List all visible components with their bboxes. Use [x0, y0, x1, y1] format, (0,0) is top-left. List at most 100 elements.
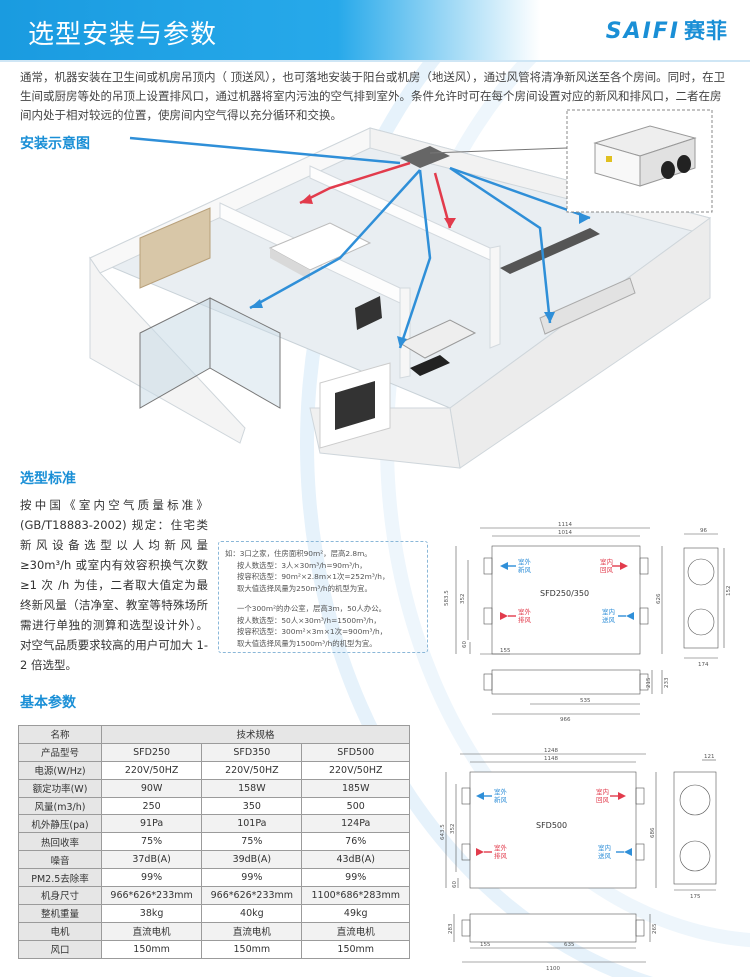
- row-label: 风口: [18, 939, 102, 959]
- cell-value: 220V/50HZ: [301, 760, 410, 780]
- dim-label: 96: [700, 528, 707, 534]
- params-table: 名称 技术规格 产品型号 SFD250 SFD350 SFD500 电源(W/H…: [18, 725, 410, 959]
- example-line: [225, 594, 421, 603]
- row-label: 电源(W/Hz): [18, 760, 102, 780]
- installation-illustration: [88, 109, 713, 469]
- table-header-row: 名称 技术规格: [18, 725, 410, 744]
- row-label: 机外静压(pa): [18, 814, 102, 834]
- standard-text: 按中国《室内空气质量标准》(GB/T18883-2002) 规定：住宅类新风设备…: [20, 498, 208, 672]
- cell-value: 101Pa: [201, 814, 303, 834]
- cell-value: 75%: [100, 832, 203, 852]
- dim-label: 686: [650, 827, 656, 838]
- example-line: 按人数选型：50人×30m³/h=1500m³/h，: [237, 615, 381, 625]
- example-line: 按容积选型：300m²×3m×1次=900m³/h，: [237, 627, 388, 636]
- cell-value: 91Pa: [100, 814, 203, 834]
- table-header-spec: 技术规格: [101, 725, 410, 744]
- cell-value: 43dB(A): [301, 850, 410, 870]
- label-indoor-return: 回风: [596, 796, 610, 804]
- example-line: 按人数选型：3人×30m³/h=90m³/h，: [237, 560, 367, 570]
- dim-label: 352: [460, 594, 466, 605]
- table-row: 噪音 37dB(A) 39dB(A) 43dB(A): [18, 850, 410, 870]
- cell-value: 150mm: [100, 939, 203, 959]
- dim-label: 1248: [544, 748, 558, 754]
- row-label: 风量(m3/h): [18, 796, 102, 816]
- cell-value: 124Pa: [301, 814, 410, 834]
- dim-label: 352: [450, 824, 456, 835]
- cell-value: 220V/50HZ: [201, 760, 303, 780]
- selection-example-box: 如：3口之家，住房面积90m²，层高2.8m。 按人数选型：3人×30m³/h=…: [218, 541, 428, 653]
- cell-value: 75%: [201, 832, 303, 852]
- row-label: 机身尺寸: [18, 886, 102, 905]
- dim-label: 535: [580, 698, 591, 704]
- cell-value: 76%: [301, 832, 410, 852]
- label-indoor-supply: 室内: [598, 843, 611, 852]
- cell-value: 966*626*233mm: [201, 886, 303, 905]
- cell-value: 99%: [100, 868, 203, 888]
- dim-label: 215: [646, 677, 652, 688]
- brand-logo-text: SAIFI: [605, 19, 680, 44]
- table-row: 风口 150mm 150mm 150mm: [18, 939, 410, 959]
- table-row: 机外静压(pa) 91Pa 101Pa 124Pa: [18, 814, 410, 834]
- row-label: 热回收率: [18, 832, 102, 852]
- cell-value: 250: [100, 796, 203, 816]
- dim-label: 1148: [544, 756, 558, 762]
- example-line: 取大值选择风量为250m³/h的机型为宜。: [237, 583, 372, 593]
- cell-value: 40kg: [201, 903, 303, 923]
- sfd500-technical-drawing: 室外 新风 室内 送风 室内 回风 室外 排风 SFD500 1248 1148…: [440, 748, 717, 972]
- cell-value: 直流电机: [201, 921, 303, 941]
- label-outdoor-exhaust: 排风: [494, 851, 508, 860]
- label-indoor-supply: 室内: [602, 607, 615, 616]
- dim-label: 283: [448, 923, 454, 934]
- cell-value: 220V/50HZ: [100, 760, 203, 780]
- intro-paragraph: 通常，机器安装在卫生间或机房吊顶内（ 顶送风），也可落地安装于阳台或机房（地送风…: [20, 70, 726, 122]
- dim-label: 152: [726, 586, 732, 597]
- row-label: PM2.5去除率: [18, 868, 102, 888]
- table-row: 电机 直流电机 直流电机 直流电机: [18, 921, 410, 941]
- cell-value: 90W: [100, 778, 203, 798]
- table-row: 整机重量 38kg 40kg 49kg: [18, 903, 410, 923]
- cell-value: SFD350: [201, 742, 303, 762]
- cell-value: 500: [301, 796, 410, 816]
- table-row: 风量(m3/h) 250 350 500: [18, 796, 410, 816]
- table-row: 机身尺寸 966*626*233mm 966*626*233mm 1100*68…: [18, 886, 410, 905]
- install-section-title: 安装示意图: [20, 136, 90, 152]
- dim-label: 265: [652, 923, 658, 934]
- table-row: 产品型号 SFD250 SFD350 SFD500: [18, 742, 410, 762]
- label-outdoor-exhaust: 排风: [518, 615, 532, 624]
- row-label: 额定功率(W): [18, 778, 102, 798]
- dim-label: 643.5: [440, 824, 446, 840]
- example-line: 如：3口之家，住房面积90m²，层高2.8m。: [225, 549, 372, 558]
- cell-value: 38kg: [100, 903, 203, 923]
- dim-label: 60: [452, 881, 458, 888]
- cell-value: SFD250: [100, 742, 203, 762]
- table-row: 热回收率 75% 75% 76%: [18, 832, 410, 852]
- label-outdoor-fresh: 室外: [518, 557, 532, 566]
- dim-label: 60: [462, 641, 468, 648]
- example-line: 取大值选择风量为1500m³/h的机型为宜。: [237, 638, 377, 648]
- cell-value: 185W: [301, 778, 410, 798]
- cell-value: 直流电机: [100, 921, 203, 941]
- dim-label: 155: [500, 648, 511, 654]
- cell-value: 150mm: [201, 939, 303, 959]
- cell-value: 37dB(A): [100, 850, 203, 870]
- label-indoor-return: 室内: [596, 787, 609, 796]
- cell-value: SFD500: [301, 742, 410, 762]
- table-row: 额定功率(W) 90W 158W 185W: [18, 778, 410, 798]
- cell-value: 直流电机: [301, 921, 410, 941]
- dim-label: 1100: [546, 966, 560, 972]
- cell-value: 150mm: [301, 939, 410, 959]
- example-line: 按容积选型：90m²×2.8m×1次=252m³/h，: [237, 572, 390, 581]
- cell-value: 158W: [201, 778, 303, 798]
- dim-label: 583.5: [444, 590, 450, 606]
- cell-value: 966*626*233mm: [100, 886, 203, 905]
- brand-name: 赛菲: [684, 19, 728, 43]
- label-outdoor-exhaust: 室外: [518, 607, 532, 616]
- label-outdoor-exhaust: 室外: [494, 843, 508, 852]
- dim-label: 1114: [558, 522, 572, 528]
- row-label: 电机: [18, 921, 102, 941]
- dim-label: 121: [704, 754, 715, 760]
- cell-value: 99%: [301, 868, 410, 888]
